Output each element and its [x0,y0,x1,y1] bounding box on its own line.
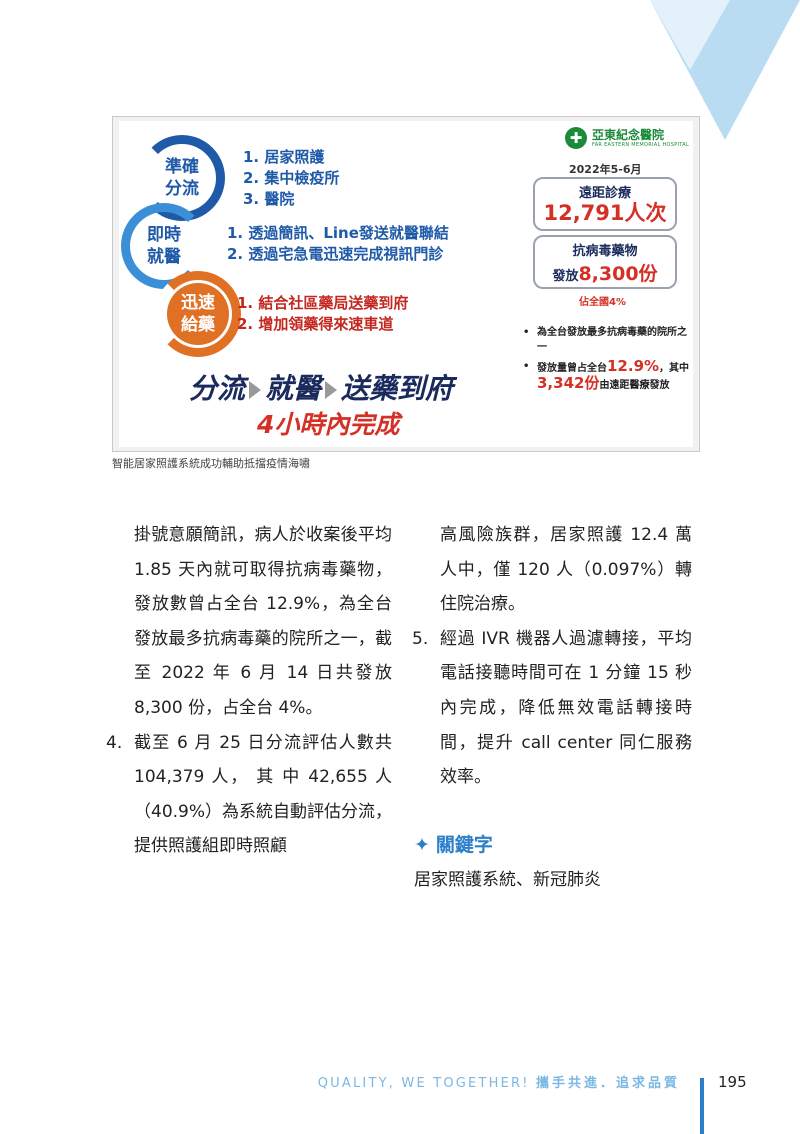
triage-steps: 1. 居家照護 2. 集中檢疫所 3. 醫院 [243,147,339,210]
triage-step: 1. 居家照護 [243,148,325,166]
ring-visit: 即時 就醫 [121,203,207,289]
arrow-right-icon [325,381,338,399]
keywords-title: 關鍵字 [435,834,493,856]
list-item: 5. 經過 IVR 機器人過濾轉接，平均電話接聽時間可在 1 分鐘 15 秒內完… [412,622,692,795]
slide-image: 準確 分流 即時 就醫 迅速 給藥 1. 居家照護 2. 集中檢疫所 3. 醫院… [119,121,693,447]
hospital-cross-icon: ✚ [565,127,587,149]
antiviral-label: 抗病毒藥物 [572,244,638,259]
paragraph: 掛號意願簡訊，病人於收案後平均 1.85 天內就可取得抗病毒藥物，發放數曾占全台… [134,525,392,718]
flow-line: 分流就醫送藥到府 [189,367,453,407]
antiviral-prefix: 發放 [552,269,579,284]
visit-steps: 1. 透過簡訊、Line發送就醫聯結 2. 透過宅急電迅速完成視訊門診 [227,223,449,265]
antiviral-value: 8,300份 [578,263,658,285]
hospital-logo: ✚ 亞東紀念醫院 FAR EASTERN MEMORIAL HOSPITAL [565,127,689,149]
list-number: 4. [106,732,123,753]
page-number: 195 [718,1073,747,1091]
hospital-name: 亞東紀念醫院 [592,128,665,142]
list-text: 截至 6 月 25 日分流評估人數共 104,379 人， 其 中 42,655… [134,732,393,857]
figure-caption: 智能居家照護系統成功輔助抵擋疫情海嘯 [112,457,310,470]
bullet-item: 發放量曾占全台12.9%，其中3,342份由遠距醫療發放 [521,359,691,393]
delivery-step: 2. 增加領藥得來速車道 [237,315,394,333]
antiviral-box: 抗病毒藥物 發放8,300份 [533,235,677,289]
sparkle-icon: ✦ [414,834,430,856]
triage-step: 3. 醫院 [243,190,295,208]
hospital-name-en: FAR EASTERN MEMORIAL HOSPITAL [592,142,690,148]
footer-slogan-cn: 攜手共進．追求品質 [535,1076,680,1091]
visit-step: 2. 透過宅急電迅速完成視訊門診 [227,245,444,263]
telemedicine-value: 12,791人次 [543,201,667,225]
flow-step: 送藥到府 [341,372,454,405]
flow-step: 就醫 [265,372,322,405]
list-number: 5. [412,628,429,649]
list-item: 4. 截至 6 月 25 日分流評估人數共 104,379 人， 其 中 42,… [106,726,392,864]
flow-step: 分流 [189,372,246,405]
hours-label: 4小時內完成 [257,410,400,439]
figure: 準確 分流 即時 就醫 迅速 給藥 1. 居家照護 2. 集中檢疫所 3. 醫院… [112,116,700,452]
footer-slogan-en: QUALITY, WE TOGETHER! [317,1076,530,1091]
bullet-item: 為全台發放最多抗病毒藥的院所之一 [521,325,691,355]
figure-bullets: 為全台發放最多抗病毒藥的院所之一 發放量曾占全台12.9%，其中3,342份由遠… [521,325,691,397]
ring-triage-label: 準確 分流 [165,157,199,199]
delivery-steps: 1. 結合社區藥局送藥到府 2. 增加領藥得來速車道 [237,293,408,335]
keywords-heading: ✦關鍵字 [414,830,493,857]
visit-step: 1. 透過簡訊、Line發送就醫聯結 [227,224,449,242]
corner-decoration-inner [650,0,730,70]
ring-delivery-label: 迅速 給藥 [181,293,215,335]
list-text: 經過 IVR 機器人過濾轉接，平均電話接聽時間可在 1 分鐘 15 秒內完成，降… [440,628,692,788]
period-label: 2022年5-6月 [569,163,642,176]
ring-visit-label: 即時 就醫 [147,225,181,267]
keywords-text: 居家照護系統、新冠肺炎 [414,870,601,890]
telemedicine-label: 遠距診療 [578,186,631,201]
left-column: 掛號意願簡訊，病人於收案後平均 1.85 天內就可取得抗病毒藥物，發放數曾占全台… [106,518,392,864]
right-column: 高風險族群，居家照護 12.4 萬人中，僅 120 人（0.097%）轉住院治療… [412,518,692,795]
telemedicine-box: 遠距診療 12,791人次 [533,177,677,231]
delivery-step: 1. 結合社區藥局送藥到府 [237,294,409,312]
arrow-right-icon [249,381,262,399]
footer-slogan: QUALITY, WE TOGETHER! 攜手共進．追求品質 [300,1072,680,1091]
footer-divider [700,1078,704,1134]
share-label: 佔全國4% [579,297,626,308]
triage-step: 2. 集中檢疫所 [243,169,340,187]
ring-delivery: 迅速 給藥 [155,271,241,357]
paragraph: 高風險族群，居家照護 12.4 萬人中，僅 120 人（0.097%）轉住院治療… [440,525,692,615]
